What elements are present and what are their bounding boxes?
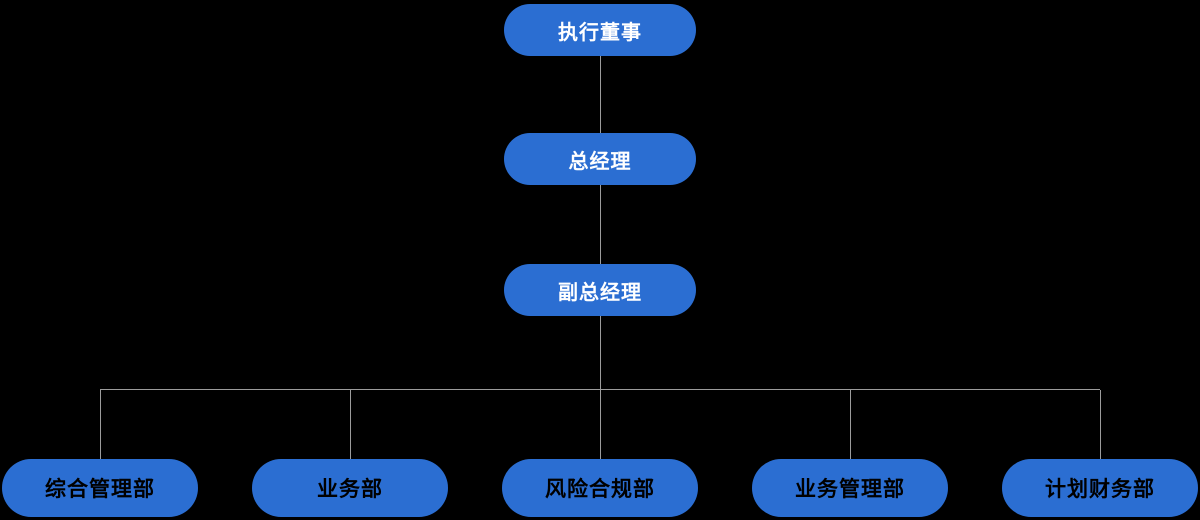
connector-drop-planning-finance xyxy=(1100,390,1101,459)
connector-executive-to-gm xyxy=(600,56,601,133)
node-deputy-general-manager[interactable]: 副总经理 xyxy=(504,264,696,316)
node-label: 副总经理 xyxy=(558,281,642,304)
node-label: 执行董事 xyxy=(558,21,642,44)
node-label: 业务管理部 xyxy=(795,478,905,501)
connector-drop-general-management xyxy=(100,390,101,459)
node-label: 计划财务部 xyxy=(1045,478,1155,501)
connector-deputy-to-rail xyxy=(600,316,601,390)
node-dept-business[interactable]: 业务部 xyxy=(252,459,448,517)
node-label: 风险合规部 xyxy=(545,478,655,501)
connector-drop-risk-compliance xyxy=(600,390,601,459)
connector-drop-business xyxy=(350,390,351,459)
node-label: 综合管理部 xyxy=(45,478,155,501)
node-executive-director[interactable]: 执行董事 xyxy=(504,4,696,56)
node-dept-planning-finance[interactable]: 计划财务部 xyxy=(1002,459,1198,517)
connector-horizontal-rail xyxy=(100,389,1100,390)
connector-drop-business-management xyxy=(850,390,851,459)
node-dept-business-management[interactable]: 业务管理部 xyxy=(752,459,948,517)
node-general-manager[interactable]: 总经理 xyxy=(504,133,696,185)
node-label: 业务部 xyxy=(317,478,383,501)
node-dept-general-management[interactable]: 综合管理部 xyxy=(2,459,198,517)
node-label: 总经理 xyxy=(568,150,632,173)
connector-gm-to-deputy xyxy=(600,185,601,264)
node-dept-risk-compliance[interactable]: 风险合规部 xyxy=(502,459,698,517)
